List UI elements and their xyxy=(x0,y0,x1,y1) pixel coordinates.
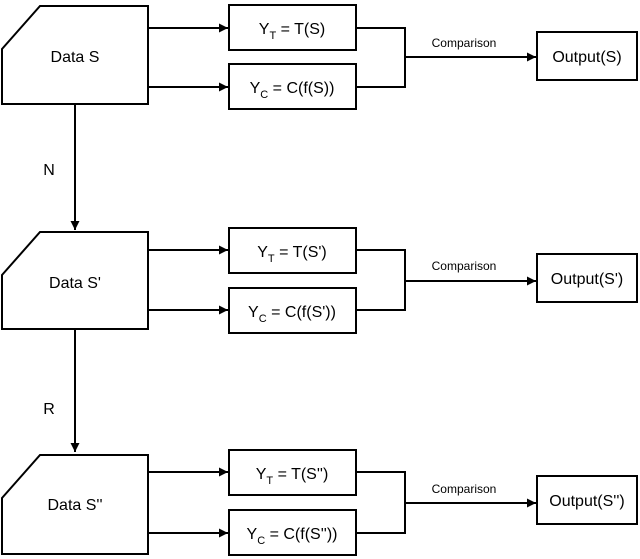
merge-lines-3 xyxy=(356,471,406,534)
output-box-1[interactable] xyxy=(536,31,638,81)
control-label-3: YC = C(f(S'')) xyxy=(247,526,338,547)
control-label-1: YC = C(f(S)) xyxy=(250,80,335,101)
row-3: Data S'' YT = T(S'') YC = C(f(S'')) Comp… xyxy=(0,449,638,556)
treatment-box-1[interactable] xyxy=(228,4,357,51)
output-label-2: Output(S') xyxy=(551,271,623,288)
merge-lines-1 xyxy=(356,27,406,88)
transition-label-n: N xyxy=(43,162,55,179)
data-node-1-label: Data S xyxy=(51,49,100,66)
control-box-2[interactable] xyxy=(228,287,357,334)
comparison-label-2: Comparison xyxy=(432,259,497,273)
control-box-1[interactable] xyxy=(228,63,357,110)
output-box-2[interactable] xyxy=(536,253,638,303)
row-2: Data S' YT = T(S') YC = C(f(S')) Compari… xyxy=(0,227,638,334)
data-node-1[interactable] xyxy=(0,5,149,105)
comparison-label-1: Comparison xyxy=(432,36,497,50)
treatment-box-3[interactable] xyxy=(228,449,357,496)
row-1: Data S YT = T(S) YC = C(f(S)) Comparison… xyxy=(0,4,638,110)
treatment-label-2: YT = T(S') xyxy=(257,244,327,265)
merge-lines-2 xyxy=(356,249,406,311)
data-node-2[interactable] xyxy=(0,231,149,330)
transition-label-r: R xyxy=(43,401,55,418)
output-label-1: Output(S) xyxy=(552,49,621,66)
control-box-3[interactable] xyxy=(228,509,357,556)
output-box-3[interactable] xyxy=(536,475,638,525)
comparison-label-3: Comparison xyxy=(432,482,497,496)
output-label-3: Output(S'') xyxy=(549,493,624,510)
data-node-3[interactable] xyxy=(0,454,149,555)
data-node-3-label: Data S'' xyxy=(47,497,102,514)
data-node-2-label: Data S' xyxy=(49,275,101,292)
control-label-2: YC = C(f(S')) xyxy=(248,304,336,325)
treatment-label-1: YT = T(S) xyxy=(259,21,325,42)
treatment-label-3: YT = T(S'') xyxy=(256,466,329,487)
